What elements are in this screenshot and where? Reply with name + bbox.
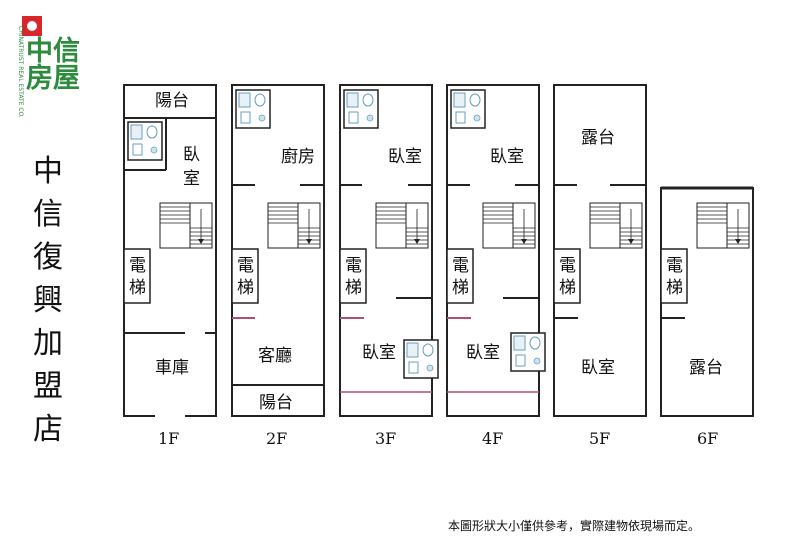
- store-name-char: 店: [33, 412, 63, 447]
- room-label: 陽台: [259, 393, 293, 413]
- room-label: 陽台: [155, 91, 189, 111]
- elevator-label: 梯: [666, 278, 683, 298]
- staircase-icon: [589, 202, 643, 249]
- staircase-icon: [267, 202, 321, 249]
- disclaimer-note: 本圖形狀大小僅供參考，實際建物依現場而定。: [448, 519, 701, 533]
- elevator-label: 梯: [129, 278, 146, 298]
- floor-label: 5F: [589, 429, 610, 448]
- room-label: 室: [183, 169, 200, 189]
- floor-plan-5f: 露台 電 梯 臥室 5F: [553, 84, 647, 448]
- staircase-icon: [375, 202, 429, 249]
- bathroom-fixture-icon: [403, 339, 439, 379]
- brand-name: 中信 房屋: [26, 38, 90, 92]
- floor-label: 3F: [375, 429, 396, 448]
- bathroom-fixture-icon: [343, 89, 379, 129]
- floor-plan-2f: 廚房 電 梯 客廳 陽台 2F: [231, 84, 325, 448]
- elevator-label: 梯: [452, 278, 469, 298]
- brand-english: CHINATRUST REAL ESTATE CO.: [17, 26, 24, 118]
- room-label: 臥室: [388, 147, 422, 167]
- store-name-char: 興: [33, 283, 63, 318]
- floor-label: 2F: [266, 429, 287, 448]
- room-label: 廚房: [281, 146, 315, 167]
- floor-label: 6F: [697, 429, 718, 448]
- floor-label: 1F: [158, 429, 179, 448]
- elevator-label: 電: [666, 256, 683, 276]
- room-label: 臥室: [466, 343, 500, 363]
- elevator-label: 電: [452, 256, 469, 276]
- store-name-char: 中: [33, 154, 63, 189]
- floor-plan-3f: 臥室 電 梯 臥室 3F: [339, 84, 439, 448]
- store-name-vertical: 中 信 復 興 加 盟 店: [28, 150, 68, 451]
- store-name-char: 信: [33, 197, 63, 232]
- room-label: 露台: [689, 358, 723, 378]
- bathroom-fixture-icon: [450, 89, 486, 129]
- elevator-label: 電: [129, 256, 146, 276]
- staircase-icon: [159, 202, 213, 249]
- room-label: 露台: [581, 128, 615, 148]
- room-label: 臥室: [581, 358, 615, 378]
- elevator-label: 梯: [559, 278, 576, 298]
- brand-logo: CHINATRUST REAL ESTATE CO. 中信 房屋: [8, 10, 88, 130]
- elevator-label: 電: [345, 256, 362, 276]
- room-label: 客廳: [258, 346, 292, 366]
- staircase-icon: [482, 202, 536, 249]
- floor-plan-6f: 電 梯 露台 6F: [660, 186, 754, 448]
- elevator-label: 梯: [345, 278, 362, 298]
- elevator-label: 梯: [237, 278, 254, 298]
- elevator-label: 電: [237, 256, 254, 276]
- store-name-char: 復: [33, 240, 63, 275]
- bathroom-fixture-icon: [235, 89, 271, 129]
- room-label: 臥室: [362, 343, 396, 363]
- elevator-label: 電: [559, 256, 576, 276]
- room-label: 臥: [183, 145, 200, 165]
- store-name-char: 盟: [33, 369, 63, 404]
- brand-name-line2: 房屋: [26, 63, 80, 94]
- room-label: 臥室: [490, 147, 524, 167]
- floor-label: 4F: [482, 429, 503, 448]
- bathroom-fixture-icon: [510, 332, 546, 372]
- room-label: 車庫: [155, 358, 189, 378]
- logo-mark-icon: [22, 16, 42, 36]
- floor-plan-1f: 陽台 臥 室 電 梯 車庫 1F: [123, 84, 217, 448]
- bathroom-fixture-icon: [127, 121, 163, 161]
- staircase-icon: [696, 202, 750, 249]
- store-name-char: 加: [33, 326, 63, 361]
- floor-plan-4f: 臥室 電 梯 臥室 4F: [446, 84, 546, 448]
- brand-name-line1: 中信: [26, 36, 80, 67]
